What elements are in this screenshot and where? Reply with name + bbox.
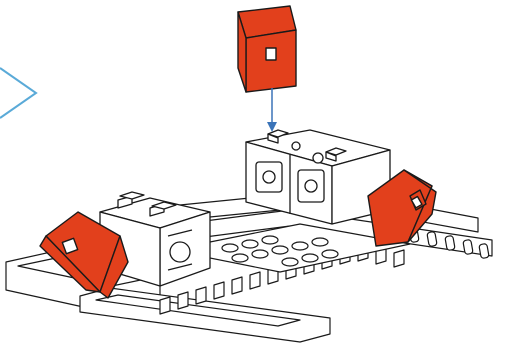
drop-arrow-icon (267, 88, 277, 132)
pointer-chevron-icon (0, 68, 36, 118)
red-cube-top (238, 6, 296, 92)
